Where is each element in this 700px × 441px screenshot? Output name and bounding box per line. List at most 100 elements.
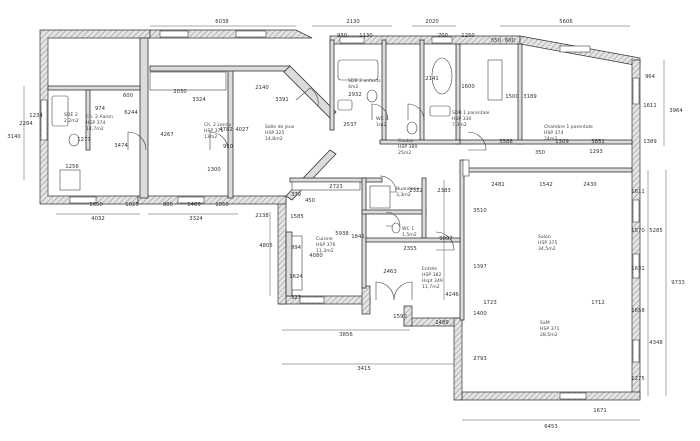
room-cuisine-hsp: HSP 376 <box>316 242 335 248</box>
room-lenny-name: Ch. 2 Lenny <box>204 122 232 128</box>
room-salon-name: Salon <box>538 234 551 240</box>
wc-2 <box>366 89 378 103</box>
room-sdb-enfants-name: SDB 2 enfants <box>348 78 381 84</box>
dim-2723: 2723 <box>329 184 342 190</box>
dim-1611-lower: 1611 <box>631 189 644 195</box>
dim-2140: 2140 <box>255 85 269 91</box>
room-wc1-name: WC 1 <box>402 226 414 232</box>
dim-1250: 1250 <box>461 33 475 39</box>
dim-805: 805 <box>163 202 173 208</box>
dim-1624: 1624 <box>289 274 303 280</box>
dim-450: 450 <box>305 198 316 204</box>
room-cuisine-name: Cuisine <box>316 236 333 242</box>
window-cuisine-south <box>299 296 325 304</box>
room-chambre1-area: 24m2 <box>544 136 557 142</box>
dim-1234: 1234 <box>29 113 43 119</box>
dim-2141: 2141 <box>425 76 438 82</box>
dim-2138: 2138 <box>255 213 269 219</box>
dim-3851: 3851 <box>591 139 604 145</box>
dim-2355: 2355 <box>403 246 416 252</box>
kitchen-counter-left <box>291 235 303 291</box>
window-east-1 <box>632 77 640 105</box>
window-lenny-south <box>177 196 205 204</box>
partition-buanderie-north <box>289 177 383 183</box>
dim-1256: 1256 <box>65 164 79 170</box>
dim-3189: 3189 <box>523 94 536 100</box>
room-couloir-hsp: HSP 380 <box>398 144 417 150</box>
doors <box>127 87 487 301</box>
dim-1309: 1309 <box>555 139 568 145</box>
room-chambre1-name: Chambre 1 parentale <box>544 124 593 130</box>
room-couloir-area: 25m2 <box>398 150 411 156</box>
dim-700: 700 <box>438 33 449 39</box>
room-chambre1-hsp: HSP 374 <box>544 130 563 136</box>
dim-9097: 9097 <box>439 236 452 242</box>
partition-lenny-jeux <box>227 67 234 199</box>
dim-4267: 4267 <box>160 132 173 138</box>
door-salon <box>435 231 455 251</box>
partition-couloir-north <box>379 139 461 145</box>
window-jeux <box>235 30 267 38</box>
window-south-sam <box>559 392 587 400</box>
dimension-lines <box>23 25 667 421</box>
room-jeux-area: 14,8m2 <box>265 136 283 142</box>
room-sam-hsp: HSP 371 <box>540 326 559 332</box>
window-aaron <box>40 99 48 141</box>
door-jeux <box>295 87 319 107</box>
partition-cuisine-west <box>285 231 293 297</box>
partition-salon-north <box>463 167 633 173</box>
dim-2430: 2430 <box>583 182 597 188</box>
dimension-texts: 6038 2130 2020 5606 930 1130 700 1250 55… <box>7 19 684 430</box>
dim-1723: 1723 <box>483 300 496 306</box>
room-sdb-parent-area: 7,3m2 <box>452 122 467 128</box>
dim-1570: 1570 <box>631 228 645 234</box>
dim-1590: 1590 <box>393 314 407 320</box>
room-sam-area: 28,5m2 <box>540 332 558 338</box>
room-salon-area: 34,5m2 <box>538 246 556 252</box>
dim-6244: 6244 <box>124 110 138 116</box>
dim-1397: 1397 <box>473 264 486 270</box>
partition-wc1-north <box>361 209 427 215</box>
bath-enfants <box>337 59 379 81</box>
window-salon-west <box>462 159 470 177</box>
interior-walls <box>47 37 633 321</box>
dim-2383: 2383 <box>437 188 450 194</box>
shower-dressing <box>487 59 503 101</box>
partition-aaron-lenny <box>139 37 149 199</box>
dim-600-west: 600 <box>123 93 134 99</box>
partition-salon-west <box>459 159 465 321</box>
room-lenny-hsp: HSP 375 <box>204 128 223 134</box>
dim-4032: 4032 <box>91 216 104 222</box>
dim-1130: 1130 <box>359 33 373 39</box>
dim-1600: 1600 <box>461 84 475 90</box>
dim-3588: 3588 <box>499 139 513 145</box>
room-couloir-name: Couloir <box>398 138 414 144</box>
dim-1631: 1631 <box>631 266 644 272</box>
partition-sdb-parent <box>419 39 425 141</box>
partition-sdb-enfants <box>329 39 335 131</box>
dim-2463: 2463 <box>383 269 396 275</box>
dim-1275: 1275 <box>631 376 644 382</box>
wall-south-east <box>461 391 641 401</box>
dim-350: 350 <box>535 150 546 156</box>
dim-1489: 1489 <box>435 320 448 326</box>
dim-1293: 1293 <box>589 149 602 155</box>
dim-550: 550 <box>491 38 502 44</box>
room-aaron-name: Ch. 2 Aaron <box>86 114 113 120</box>
dim-6038: 6038 <box>215 19 229 25</box>
room-sdb-parent-hsp: HSP 330 <box>452 116 471 122</box>
dim-1650: 1650 <box>89 202 103 208</box>
room-aaron-area: 14,7m2 <box>86 126 104 132</box>
dim-974: 974 <box>95 106 106 112</box>
fixtures <box>51 57 503 291</box>
dim-964: 964 <box>645 74 656 80</box>
wall-south-mid <box>403 317 463 327</box>
dim-5938: 5938 <box>335 231 349 237</box>
dim-950: 950 <box>223 144 234 150</box>
dim-1658: 1658 <box>631 308 645 314</box>
room-labels: Ch. 2 Aaron HSP 374 14,7m2 SDE 2 2,2m2 C… <box>64 78 593 338</box>
partition-entree-north <box>365 237 461 243</box>
room-entree-area: 11,7m2 <box>422 284 440 290</box>
window-lenny <box>159 30 189 38</box>
